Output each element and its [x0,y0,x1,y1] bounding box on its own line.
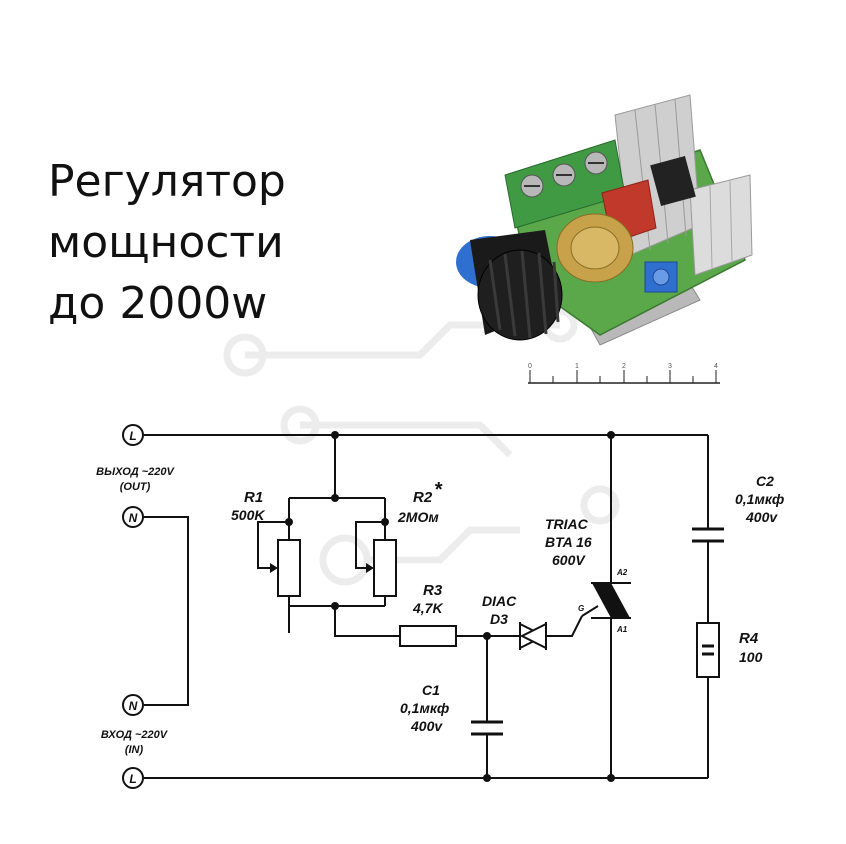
r1-name: R1 [244,489,263,506]
triac-pin-a2: A2 [616,568,628,577]
junction-dots [285,431,615,782]
c2-voltage: 400v [745,509,778,525]
r1-value: 500K [231,507,265,523]
triac-symbol [581,582,631,619]
triac-pin-g: G [578,604,584,613]
resistor-r3 [399,625,457,647]
product-photo: 0 1 2 3 4 [456,94,753,384]
capacitor-c1 [471,720,503,736]
diac-name: DIAC [482,593,517,609]
terminal-n-in: N [122,694,144,716]
triac-name: TRIAC [545,516,589,532]
ruler-tick-3: 3 [668,363,672,370]
title-line-2: мощности [48,217,284,268]
r3-name: R3 [423,582,443,599]
svg-text:N: N [129,699,138,713]
terminal-l-top: L [122,424,144,446]
r2-star: * [434,479,443,501]
capacitor-c2 [692,527,724,543]
c1-value: 0,1мкф [400,700,449,716]
title-line-1: Регулятор [48,156,286,207]
c2-name: C2 [756,473,774,489]
ruler-tick-2: 2 [622,363,626,370]
svg-text:L: L [129,429,136,443]
r2-name: R2 [413,489,433,506]
triac-pin-a1: A1 [616,625,628,634]
ruler-tick-0: 0 [528,363,532,370]
scale-ruler: 0 1 2 3 4 [528,363,720,384]
r4-name: R4 [739,630,759,647]
input-label: ВХОД ~220V [101,729,169,741]
c1-voltage: 400v [410,718,443,734]
ruler-tick-1: 1 [575,363,579,370]
triac-part: BTA 16 [545,534,592,550]
input-label-sub: (IN) [125,744,144,756]
output-label-sub: (OUT) [120,481,151,493]
ruler-tick-4: 4 [714,363,718,370]
r3-value: 4,7K [412,600,443,616]
control-knob [470,230,563,341]
output-label: ВЫХОД ~220V [96,466,175,478]
triac-voltage: 600V [552,552,586,568]
diac-ref: D3 [490,611,508,627]
c1-name: C1 [422,682,440,698]
title-line-3: до 2000w [48,278,268,329]
terminal-n-out: N [122,506,144,528]
svg-text:L: L [129,772,136,786]
triac-package [650,156,696,206]
c2-value: 0,1мкф [735,491,784,507]
resistor-r2 [366,539,397,597]
r4-value: 100 [739,649,763,665]
diac-d3 [519,622,547,650]
r2-value: 2MOм [397,509,439,525]
resistor-r1 [270,539,301,597]
resistor-r4 [696,622,720,678]
terminal-l-bottom: L [122,767,144,789]
svg-text:N: N [129,511,138,525]
terminal-block [504,139,626,229]
